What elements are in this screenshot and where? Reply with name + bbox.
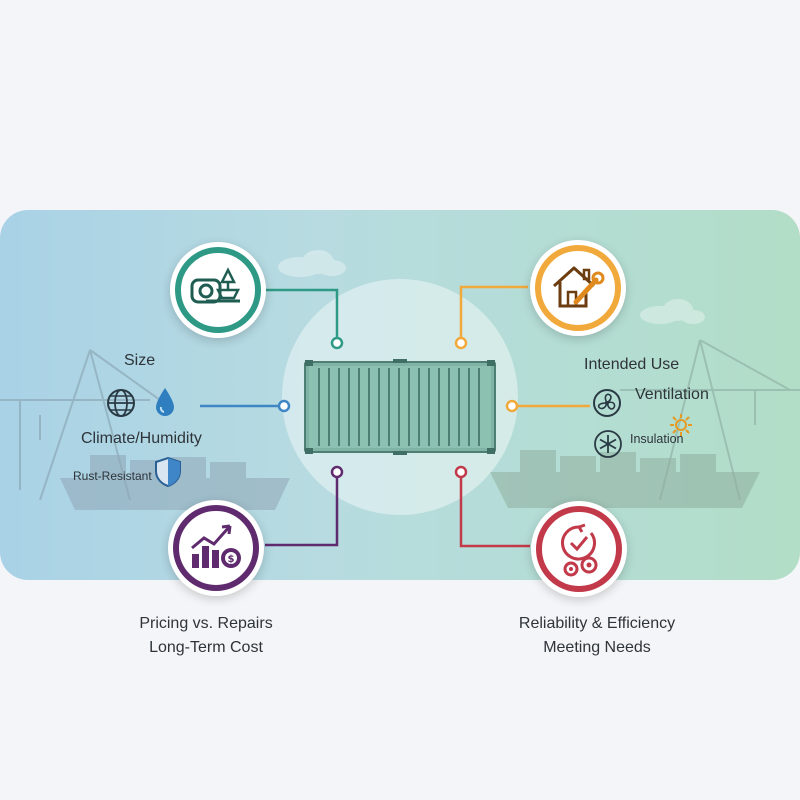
shipping-container-icon <box>304 359 496 455</box>
shield-icon <box>155 456 181 488</box>
growth-chart-dollar-gear-icon: $ <box>191 524 241 568</box>
check-gears-icon <box>561 523 598 577</box>
reliability-caption-line-1: Reliability & Efficiency <box>518 615 676 632</box>
cost-caption-line-2: Long-Term Cost <box>149 639 263 656</box>
house-wrench-icon <box>552 266 605 308</box>
insulation-label: Insulation <box>630 432 684 446</box>
ventilation-label: Ventilation <box>635 386 709 403</box>
intended-use-label: Intended Use <box>584 356 680 373</box>
reliability-node <box>531 501 627 597</box>
fan-icon <box>593 389 621 417</box>
cost-node: $ <box>168 500 264 596</box>
water-drop-icon <box>156 388 174 416</box>
snowflake-icon <box>594 430 622 458</box>
reliability-caption-line-2: Meeting Needs <box>543 639 651 656</box>
cost-caption: Pricing vs. Repairs Long-Term Cost <box>106 612 306 660</box>
climate-humidity-label: Climate/Humidity <box>81 430 202 447</box>
globe-icon <box>107 389 135 417</box>
size-label: Size <box>124 352 156 369</box>
intended-use-node <box>530 240 626 336</box>
reliability-caption: Reliability & Efficiency Meeting Needs <box>497 612 697 660</box>
size-node <box>170 242 266 338</box>
sun-icon <box>670 414 692 436</box>
svg-text:$: $ <box>228 554 235 565</box>
tape-measure-weight-icon <box>190 267 241 304</box>
cost-caption-line-1: Pricing vs. Repairs <box>139 615 273 632</box>
rust-resistant-label: Rust-Resistant <box>73 469 152 483</box>
